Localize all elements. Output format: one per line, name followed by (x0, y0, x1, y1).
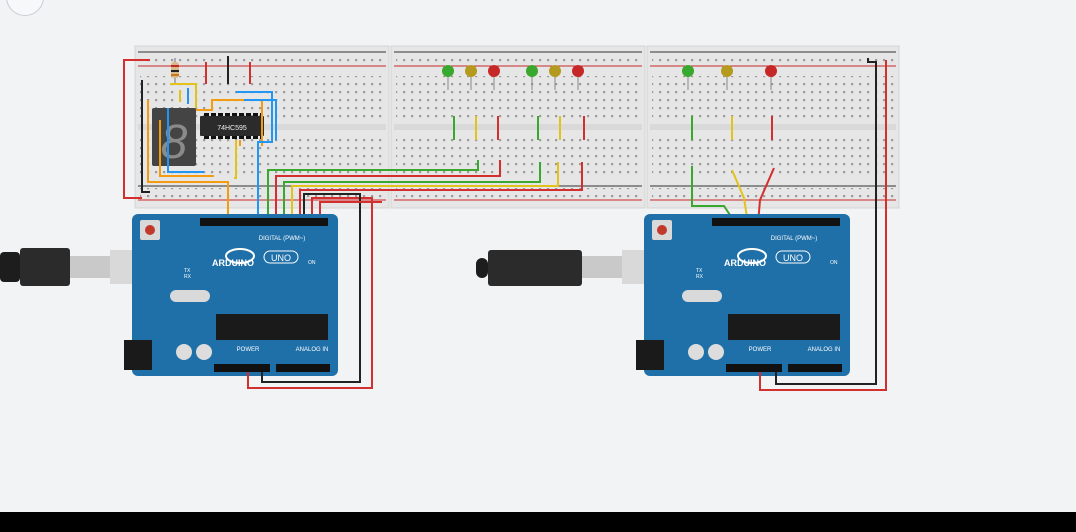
green-led (682, 65, 694, 90)
bottom-bar (0, 512, 1076, 532)
usb-cable-plug (488, 250, 582, 286)
led-group-a (442, 65, 500, 90)
shift-register-chip: 74HC595 (200, 113, 264, 139)
crystal (170, 290, 210, 302)
power-jack (124, 340, 152, 370)
analog-label: ANALOG IN (808, 347, 841, 353)
power-header (726, 364, 782, 372)
rx-label: RX (184, 274, 192, 280)
breadboard-3 (646, 45, 900, 209)
model-label: UNO (271, 253, 291, 263)
seven-segment-display: 8 (152, 108, 196, 169)
red-led (572, 65, 584, 90)
on-label: ON (830, 260, 838, 266)
tx-label: TX (696, 268, 703, 274)
red-led (765, 65, 777, 90)
power-header (214, 364, 270, 372)
shift-register-label: 74HC595 (217, 125, 247, 132)
on-label: ON (308, 260, 316, 266)
power-jack (636, 340, 664, 370)
model-label: UNO (783, 253, 803, 263)
resistor (171, 58, 179, 84)
analog-label: ANALOG IN (296, 347, 329, 353)
digital-header-label: DIGITAL (PWM~) (771, 236, 818, 242)
analog-header (276, 364, 330, 372)
atmega-chip (728, 314, 840, 340)
infinity-logo (225, 248, 255, 264)
breadboard-2 (390, 45, 646, 209)
circuit-canvas: 8 74HC595 (0, 0, 900, 391)
arduino-uno-left[interactable]: DIGITAL (PWM~) ARDUINO UNO POWER ANALOG … (0, 214, 338, 376)
power-label: POWER (749, 347, 772, 353)
crystal (682, 290, 722, 302)
digital-header-label: DIGITAL (PWM~) (259, 236, 306, 242)
infinity-logo (737, 248, 767, 264)
analog-header (788, 364, 842, 372)
usb-cable-plug (20, 248, 70, 286)
led-group-c (682, 65, 777, 90)
red-led (488, 65, 500, 90)
arduino-uno-right[interactable]: DIGITAL (PWM~) ARDUINO UNO POWER ANALOG … (476, 214, 850, 376)
atmega-chip (216, 314, 328, 340)
rx-label: RX (696, 274, 704, 280)
power-label: POWER (237, 347, 260, 353)
digital-header (200, 218, 328, 226)
yellow-led (549, 65, 561, 90)
yellow-led (465, 65, 477, 90)
digital-header (712, 218, 840, 226)
green-led (442, 65, 454, 90)
seven-segment-digit: 8 (161, 116, 188, 169)
yellow-led (721, 65, 733, 90)
tx-label: TX (184, 268, 191, 274)
green-led (526, 65, 538, 90)
circuit-diagram: 8 74HC595 (0, 45, 900, 391)
led-group-b (526, 65, 584, 90)
